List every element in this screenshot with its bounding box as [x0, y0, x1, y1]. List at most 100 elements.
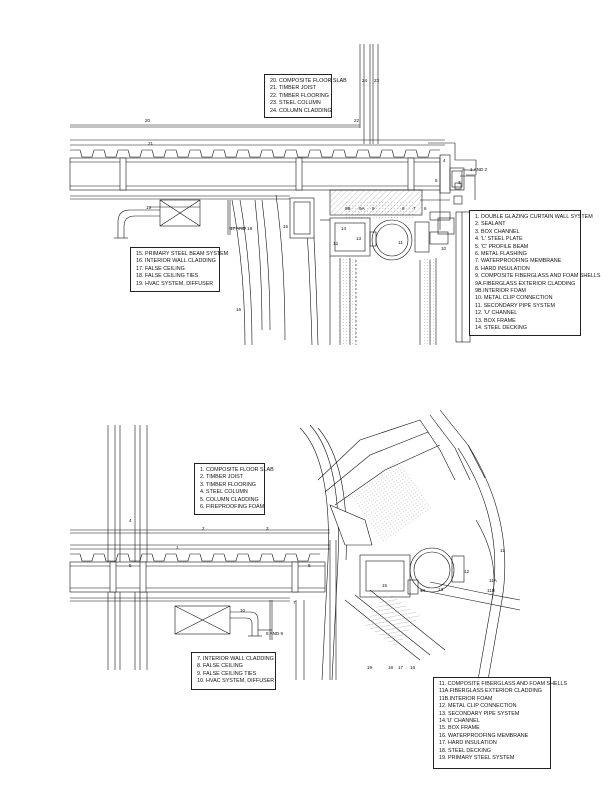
callout-tag: 15: [382, 583, 388, 588]
legend-line: 6. METAL FLASHING: [475, 251, 527, 258]
legend-line: 14.'U' CHANNEL: [439, 718, 480, 725]
legend-facade-top: 1. DOUBLE GLAZING CURTAIN WALL SYSTEM 2.…: [469, 210, 601, 336]
legend-line: 17. FALSE CEILING: [136, 265, 185, 272]
callout-tag: 13: [356, 236, 362, 241]
legend-line: 10. HVAC SYSTEM, DIFFUSER: [197, 678, 275, 685]
callout-tag: 5: [129, 563, 132, 568]
callout-tag: 5: [435, 178, 438, 183]
callout-tag: 12: [333, 241, 339, 246]
callout-tag: 24: [362, 78, 368, 83]
callout-tag: 19: [367, 665, 373, 670]
callout-tag: 11: [398, 240, 403, 245]
legend-line: 7. INTERIOR WALL CLADDING: [197, 656, 274, 662]
callout-tag: 22: [354, 118, 360, 123]
callout-tag: 16: [410, 665, 416, 670]
legend-line: 22. TIMBER FLOORING: [270, 92, 329, 99]
legend-line: 16. WATERPROOFING MEMBRANE: [439, 732, 529, 739]
legend-line: 15. PRIMARY STEEL BEAM SYSTEM: [136, 251, 229, 257]
legend-line: 2. TIMBER JOIST: [200, 474, 244, 481]
legend-line: 1. COMPOSITE FLOOR SLAB: [200, 467, 274, 473]
legend-line: 5. COLUMN CLADDING: [200, 496, 259, 503]
callout-tag: 2: [202, 526, 205, 531]
legend-floor-bottom: 1. COMPOSITE FLOOR SLAB 2. TIMBER JOIST …: [194, 463, 274, 515]
bottom-detail-drawing: [69, 409, 521, 681]
callout-tag: 9: [372, 206, 375, 211]
legend-line: 21. TIMBER JOIST: [270, 85, 317, 92]
legend-line: 5. 'C' PROFILE BEAM: [475, 243, 529, 250]
legend-line: 9A.FIBERGLASS EXTERIOR CLADDING: [475, 280, 576, 287]
callout-tag: 21: [148, 141, 154, 146]
legend-line: 2. SEALANT: [475, 221, 506, 228]
legend-line: 20. COMPOSITE FLOOR SLAB: [270, 78, 347, 84]
legend-line: 11B.INTERIOR FOAM: [439, 695, 493, 702]
callout-tag: 8: [402, 206, 405, 211]
callout-tag: 23: [374, 78, 380, 83]
legend-ceiling-bottom: 7. INTERIOR WALL CLADDING 8. FALSE CEILI…: [191, 652, 276, 690]
legend-line: 9. FALSE CEILING TIES: [197, 670, 257, 677]
callout-tag: 7: [293, 600, 296, 605]
legend-line: 18. STEEL DECKING: [439, 747, 491, 754]
callout-tag: 3: [266, 526, 269, 531]
legend-line: 3. TIMBER FLOORING: [200, 481, 256, 488]
callout-tag: 7: [413, 206, 416, 211]
legend-ceiling-top: 15. PRIMARY STEEL BEAM SYSTEM 16. INTERI…: [130, 247, 229, 292]
callout-tag: 14: [420, 588, 426, 593]
callout-tag: 11: [500, 548, 505, 553]
callout-tag: 10: [441, 246, 447, 251]
legend-floor-top: 20. COMPOSITE FLOOR SLAB 21. TIMBER JOIS…: [264, 74, 347, 118]
callout-tag: 1: [176, 545, 179, 550]
legend-line: 16. INTERIOR WALL CLADDING: [136, 258, 216, 265]
legend-line: 19. HVAC SYSTEM, DIFFUSER: [136, 280, 214, 287]
legend-line: 8. HARD INSULATION: [475, 265, 530, 272]
callout-tag: 1 AND 2: [470, 167, 488, 172]
legend-line: 19. PRIMARY STEEL SYSTEM: [439, 755, 515, 762]
legend-line: 10. METAL CLIP CONNECTION: [475, 295, 553, 302]
legend-line: 24. COLUMN CLADDING: [270, 107, 332, 114]
callout-tag: 16: [236, 307, 242, 312]
top-detail-drawing: [69, 44, 477, 346]
legend-line: 12. 'U' CHANNEL: [475, 310, 518, 317]
callout-tag: 15: [283, 224, 289, 229]
legend-line: 1. DOUBLE GLAZING CURTAIN WALL SYSTEM: [475, 214, 593, 220]
callout-tag: 19: [146, 205, 152, 210]
legend-line: 11. SECONDARY PIPE SYSTEM: [475, 302, 555, 309]
callout-tag: 11A: [489, 578, 497, 583]
callout-tag: 8 AND 9: [266, 631, 284, 636]
callout-tag: 13: [438, 587, 444, 592]
callout-tag: 18: [388, 665, 394, 670]
callout-tag: 4: [129, 518, 132, 523]
callout-tag: 4: [443, 158, 446, 163]
legend-line: 13. SECONDARY PIPE SYSTEM: [439, 710, 520, 717]
callout-tag: 12: [464, 569, 470, 574]
legend-line: 3. BOX CHANNEL: [475, 228, 520, 235]
legend-line: 7. WATERPROOFING MEMBRANE: [475, 258, 562, 265]
callout-tag: 17: [398, 665, 404, 670]
callout-tag: 14: [341, 226, 347, 231]
legend-line: 11A.FIBERGLASS EXTERIOR CLADDING: [439, 688, 542, 695]
callout-tag: 20: [145, 118, 151, 123]
callout-tag: 9B: [345, 206, 351, 211]
callout-tag: 6: [308, 563, 311, 568]
legend-line: 9B.INTERIOR FOAM: [475, 288, 526, 295]
legend-line: 13. BOX FRAME: [475, 317, 516, 324]
legend-facade-bottom: 11. COMPOSITE FIBERGLASS AND FOAM SHELLS…: [433, 677, 568, 769]
legend-line: 8. FALSE CEILING: [197, 663, 243, 670]
legend-line: 4. 'L' STEEL PLATE: [475, 236, 523, 243]
legend-line: 12. METAL CLIP CONNECTION: [439, 703, 517, 710]
legend-line: 23. STEEL COLUMN: [270, 100, 321, 107]
legend-line: 6. FIREPROOFING FOAM: [200, 504, 265, 511]
callout-tag: 10: [240, 608, 246, 613]
callout-tag: 9A: [359, 206, 365, 211]
callout-tag: 11B: [487, 588, 495, 593]
legend-line: 14. STEEL DECKING: [475, 325, 527, 332]
callout-tag: 3: [458, 180, 461, 185]
legend-line: 11. COMPOSITE FIBERGLASS AND FOAM SHELLS: [439, 681, 568, 687]
legend-line: 15. BOX FRAME: [439, 725, 480, 732]
callout-tag: 17 AND 18: [230, 226, 253, 231]
callout-tag: 6: [424, 206, 427, 211]
legend-line: 4. STEEL COLUMN: [200, 489, 248, 496]
legend-line: 18. FALSE CEILING TIES: [136, 273, 199, 280]
legend-line: 9. COMPOSITE FIBERGLASS AND FOAM SHELLS: [475, 273, 601, 280]
